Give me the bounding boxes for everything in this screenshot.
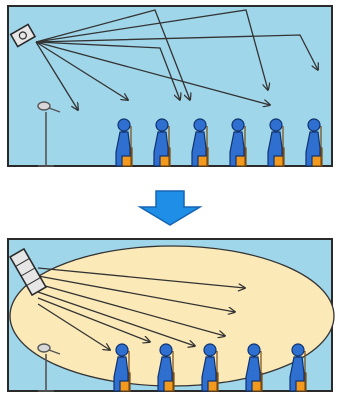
loudspeaker-icon: [9, 23, 37, 48]
top-sound-path: [35, 41, 128, 100]
bottom-audience: [113, 343, 307, 392]
bottom-sound-path: [37, 291, 195, 346]
seated-person-icon: [229, 118, 247, 167]
top-sound-path: [35, 9, 268, 90]
seated-person-icon: [267, 118, 285, 167]
line-array-speaker-icon: [8, 247, 48, 297]
bottom-sound-path: [37, 297, 150, 342]
top-sound-paths: [35, 9, 318, 110]
bottom-sound-path: [37, 275, 235, 312]
bottom-sound-paths: [37, 267, 245, 350]
top-sound-path: [35, 9, 190, 100]
seated-person-icon: [113, 343, 131, 392]
seated-person-icon: [201, 343, 219, 392]
seated-person-icon: [245, 343, 263, 392]
bottom-sound-path: [37, 303, 110, 350]
seated-person-icon: [305, 118, 323, 167]
down-arrow-icon: [137, 190, 203, 226]
top-sound-path: [35, 41, 270, 105]
seated-person-icon: [289, 343, 307, 392]
top-sound-path: [35, 41, 180, 100]
top-panel: [7, 5, 333, 167]
microphone-stand-icon: [37, 343, 61, 392]
bottom-panel: [7, 238, 335, 392]
top-sound-path: [35, 41, 78, 110]
top-sound-path: [35, 34, 318, 70]
microphone-stand-icon: [37, 101, 61, 167]
bottom-sound-path: [37, 283, 225, 336]
sound-beam: [9, 245, 335, 387]
seated-person-icon: [153, 118, 171, 167]
seated-person-icon: [157, 343, 175, 392]
top-audience: [115, 118, 323, 167]
seated-person-icon: [115, 118, 133, 167]
seated-person-icon: [191, 118, 209, 167]
bottom-sound-path: [37, 267, 245, 288]
